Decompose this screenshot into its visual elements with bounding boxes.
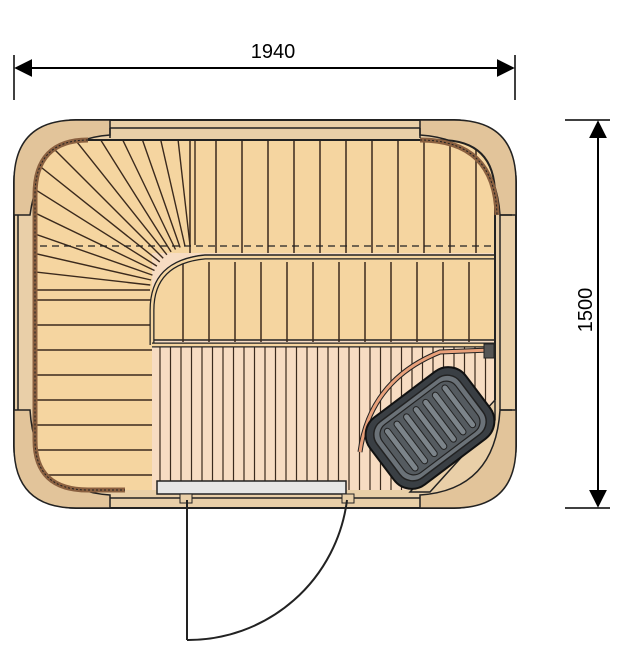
- heater-grille-bar: [412, 406, 448, 450]
- sauna-interior: [35, 140, 495, 490]
- heater-grille-bar: [383, 427, 419, 472]
- heater-guard-rail: [357, 343, 495, 453]
- heater-grille-bar: [441, 384, 477, 429]
- corner-fan-slat: [143, 140, 186, 247]
- corner-fan-slat: [168, 140, 191, 246]
- inner-wall-trim: [17, 127, 512, 493]
- corner-fan-slat: [72, 140, 172, 253]
- door-swing-icon: [186, 499, 348, 642]
- width-label: 1940: [251, 41, 296, 63]
- left-bench-slats: [35, 299, 152, 476]
- sauna-heater-icon: [364, 366, 496, 490]
- corner-fan-slat: [51, 140, 168, 256]
- height-label: 1500: [575, 288, 597, 333]
- corner-fan-slat: [118, 140, 181, 248]
- middle-bench-slats: [182, 262, 470, 342]
- heater-grille-bar: [431, 391, 467, 436]
- corner-fan-slat: [94, 140, 177, 250]
- corner-fan-slat: [35, 238, 152, 281]
- corner-fan-slat: [35, 263, 151, 286]
- width-dimension: 1940: [13, 41, 516, 100]
- heater-grille-bar: [403, 413, 438, 458]
- upper-bench-slats: [189, 140, 477, 253]
- corner-fan-slat: [35, 213, 153, 276]
- door-glass-panel: [156, 480, 347, 495]
- corner-fan-slat: [35, 167, 158, 267]
- heater-grille: [383, 384, 477, 472]
- heater-grille-bar: [393, 420, 429, 465]
- height-dimension: 1500: [565, 119, 610, 509]
- heater-grille-bar: [422, 398, 457, 443]
- corner-fan-slat: [35, 189, 155, 272]
